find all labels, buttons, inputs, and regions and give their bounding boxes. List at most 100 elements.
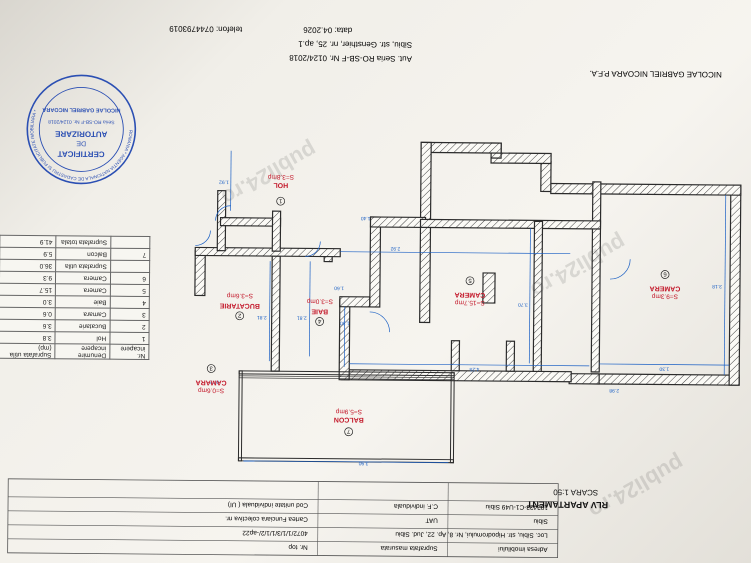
cell: 3.6 [0,319,56,332]
room-4-name: BAIE [311,307,328,314]
dim-11: 2.98 [609,387,619,393]
cell: Camera [55,283,111,297]
dim-8: 2.81 [297,314,307,320]
document-title: RLV APARTAMENT [526,499,608,510]
room-6-num: 6 [663,271,667,277]
document-date: data: 04.2026 [303,25,353,34]
room-2-name: BUCATARIE [219,302,260,309]
th-nr: Nr. incapere [109,344,149,360]
cell: 3 [109,308,150,321]
dim-10: 1.92 [219,179,229,185]
stamp-line-2: DE [76,139,86,146]
info-header-address: Adresa imobilului [498,545,548,552]
dim-12: 1.30 [340,320,350,326]
info-top-value: 4072/1/1/3/1/1/2/-ap22 [242,529,308,537]
useful-value: 36.0 [0,259,56,272]
th-area: Suprafata utila (mp) [0,343,56,359]
total-label: Suprafata totala [55,235,111,249]
cell: 9.3 [0,271,56,284]
info-block: Adresa imobilului Suprafata masurata Nr.… [7,478,559,559]
info-cf-ind-value: 102423-C1-U49 Sibiu [485,503,548,511]
info-cf-ind-label: C.F. individuala [394,502,439,509]
useful-label: Suprafata utila [55,259,111,273]
cell: Bucatarie [55,319,110,333]
watermark-3: publi24.ro [217,137,321,211]
watermark-1: publi24.ro [585,450,689,524]
room-6-area: S=9.3mp [651,292,678,299]
dim-5: 3.18 [712,283,722,289]
dim-2: 4.25 [469,366,479,372]
room-5-name: CAMERA [454,291,485,298]
info-header-surface: Suprafata masurata [380,544,438,552]
dimension-labels: 1.30 4.25 1.40 2.92 3.18 3.70 3.90 2.81 … [209,179,722,466]
dim-14: 1.60 [334,285,344,291]
room-3-area: S=0.6mp [198,386,225,393]
company-name: NICOLAE GABRIEL NICOARA P.F.A. [589,69,722,79]
cell: Baie [55,295,111,309]
room-4-num: 4 [317,317,321,323]
floor-plan [194,141,742,464]
cell: 4 [109,296,150,309]
cell: 5 [110,284,150,297]
cell: 1 [109,332,150,345]
stamp-name: NICOLAE GABRIEL NICOARA [42,106,120,113]
room-1-name: HOL [273,181,289,188]
cell: 3.8 [0,331,56,344]
room-3-num: 3 [209,365,213,371]
room-2-area: S=3.6mp [226,292,253,299]
balcony-no: 7 [110,248,150,261]
cell: Camara [55,307,110,321]
authorization-line: Aut. Seria RO-SB-F Nr. 0124/2018 [289,53,412,63]
room-1-area: S=3.8mp [267,173,294,180]
cell: 6 [110,272,150,285]
room-5-num: 5 [468,277,472,283]
info-cf-label: Cartea Funciara colectiva nr. [225,515,308,523]
info-uat-value: Sibiu [533,517,548,524]
th-name: Denumire incapere [54,343,110,360]
dim-7: 3.90 [358,460,368,466]
room-1-num: 1 [278,197,282,203]
cell: 0.6 [0,307,56,320]
room-6-name: CAMERA [650,284,681,291]
info-header-top: Nr. top [288,543,308,550]
info-uat-label: UAT [425,516,438,523]
company-phone: telefon: 0744793019 [169,24,243,34]
room-7-name: BALCON [334,416,364,423]
info-cod-label: Cod unitate individuala ( UI) [228,501,308,509]
cell: 15.7 [0,283,56,296]
info-address-value: Loc. Sibiu, str. Hipodromului, Nr. 8, Ap… [395,530,548,538]
room-7-num: 7 [346,428,350,434]
surface-table: Nr. incapere Denumire incapere Suprafata… [0,234,151,361]
balcony-label: Balcon [55,247,111,261]
room-labels: 6 CAMERA S=9.3mp 5 CAMERA S=15.7mp 4 BAI… [196,173,681,437]
dim-4: 2.92 [390,245,400,251]
dim-9: 2.81 [257,314,267,320]
authorization-stamp: CERTIFICAT DE AUTORIZARE Seria RO-SB-F N… [26,74,137,185]
dim-3: 1.40 [361,215,371,221]
table-header-row: Nr. incapere Denumire incapere Suprafata… [0,343,149,360]
cell: 3.0 [0,295,56,308]
stamp-line-1: CERTIFICAT [57,149,104,158]
room-4-area: S=3.0mp [306,297,333,304]
stamp-line-3: AUTORIZARE [54,129,107,138]
total-value: 41.9 [0,235,57,248]
dim-1: 1.30 [659,365,669,371]
room-3-name: CAMARA [196,378,227,385]
cell: Hol [55,331,110,345]
room-2-num: 2 [237,312,241,318]
room-7-area: S=5.9mp [335,408,362,415]
scale-label: SCARA 1:50 [553,488,599,497]
balcony-value: 5.9 [0,247,56,260]
room-5-area: S=15.7mp [454,299,484,306]
cell: 2 [109,320,150,333]
